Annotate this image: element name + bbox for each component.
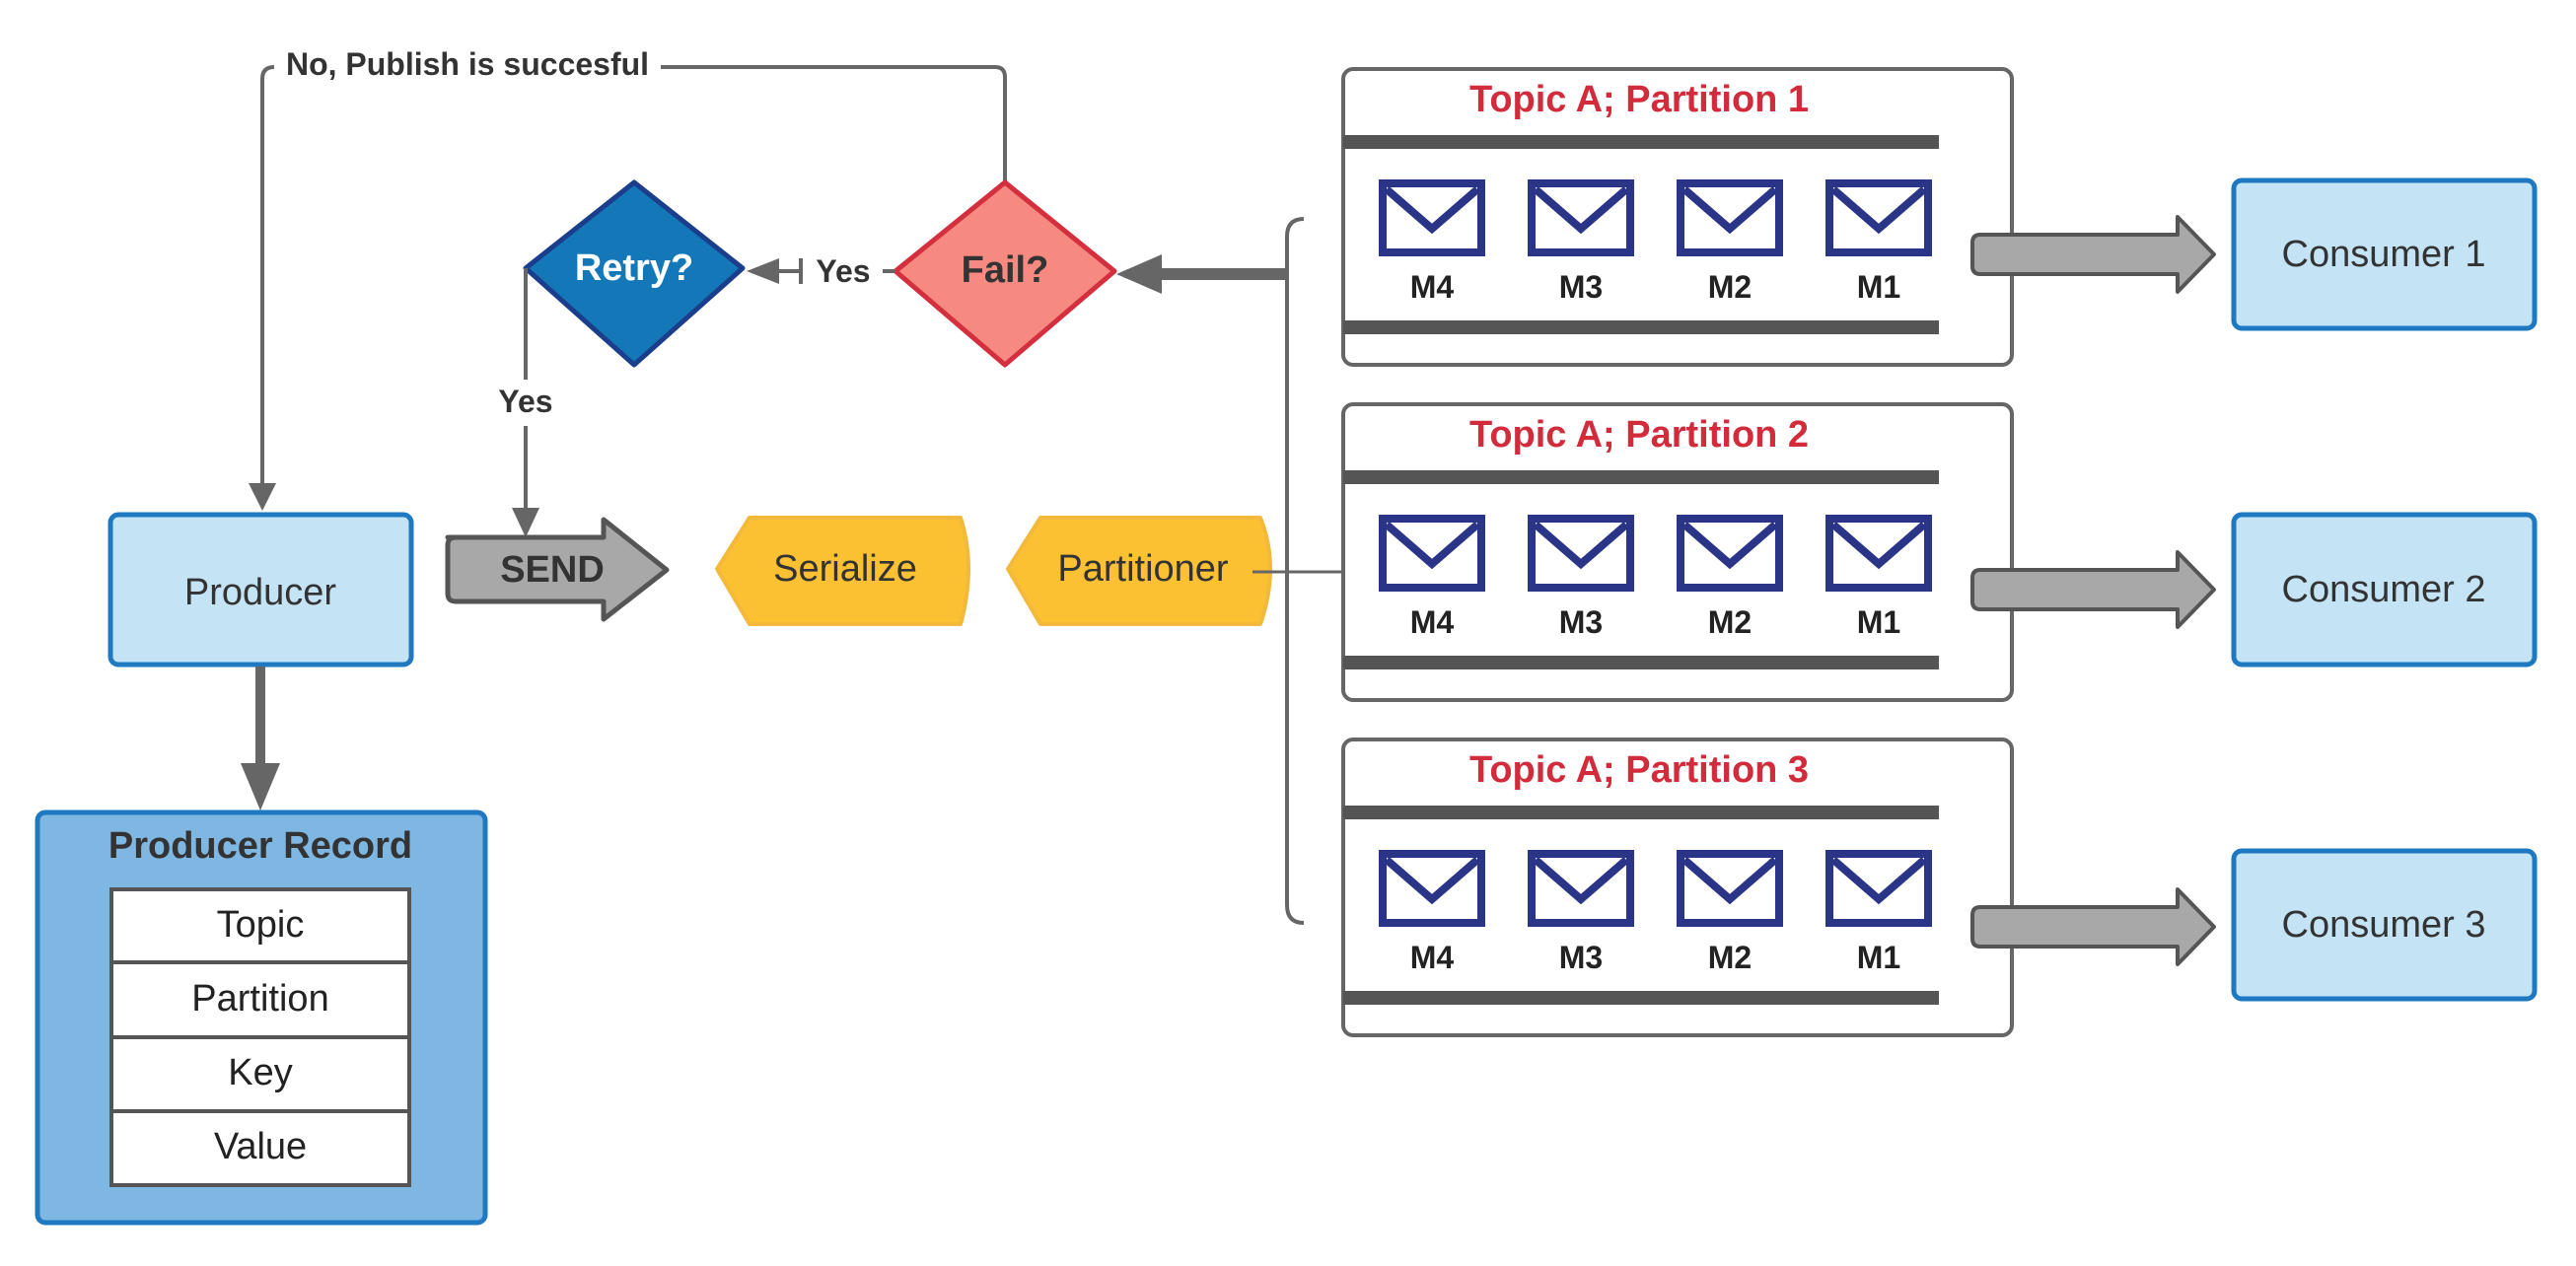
record-field: Value [109,1109,411,1187]
producer-record: Producer Record Topic Partition Key Valu… [35,809,488,1226]
message-slot: M1 [1829,519,1928,640]
consumer-label: Consumer 1 [2282,234,2486,275]
serialize-step: Serialize [715,516,970,626]
consumer-box-1: Consumer 1 [2231,177,2538,331]
partition-title: Topic A; Partition 3 [1469,749,1809,791]
record-field: Key [109,1035,411,1113]
producer-to-record-connector [241,667,280,810]
message-label: M4 [1410,604,1455,640]
record-field: Partition [109,960,411,1039]
partitioner-step: Partitioner [1006,516,1272,626]
message-label: M3 [1559,940,1603,975]
envelope-icon [1532,519,1630,588]
envelope-icon [1383,854,1481,923]
message-label: M2 [1708,940,1752,975]
partition-title: Topic A; Partition 1 [1469,79,1809,120]
message-label: M1 [1857,604,1900,640]
message-label: M1 [1857,940,1900,975]
producer-box: Producer [107,512,414,668]
envelope-icon [1829,519,1928,588]
record-field-label: Topic [217,904,305,946]
feedback-connector: No, Publish is succesful [249,46,1007,511]
partitioner-label: Partitioner [1057,548,1229,590]
message-label: M3 [1559,604,1603,640]
envelope-icon [1829,854,1928,923]
record-field-label: Key [228,1052,292,1093]
envelope-icon [1681,519,1779,588]
message-slot: M2 [1681,854,1779,975]
envelope-icon [1383,183,1481,252]
message-slot: M4 [1383,183,1481,305]
message-label: M3 [1559,269,1603,305]
retry-decision: Retry? [523,179,746,368]
producer-record-title: Producer Record [108,825,412,867]
consumer-label: Consumer 3 [2282,904,2486,946]
message-slot: M3 [1532,183,1630,305]
retry-yes-label: Yes [498,384,552,419]
envelope-icon [1681,183,1779,252]
envelope-icon [1383,519,1481,588]
message-label: M2 [1708,269,1752,305]
record-field-label: Value [214,1126,307,1167]
envelope-icon [1532,183,1630,252]
message-slot: M2 [1681,183,1779,305]
message-slot: M1 [1829,854,1928,975]
envelope-icon [1681,854,1779,923]
consumer-label: Consumer 2 [2282,569,2486,610]
fail-decision: Fail? [893,179,1117,368]
partition-to-consumer-arrow-1 [1970,215,2216,294]
envelope-icon [1829,183,1928,252]
envelope-icon [1532,854,1630,923]
retry-to-send-connector: Yes [498,268,553,537]
record-field: Topic [109,887,411,964]
partition-to-consumer-arrow-2 [1970,550,2216,629]
message-slot: M4 [1383,519,1481,640]
message-slot: M4 [1383,854,1481,975]
fail-label: Fail? [962,249,1049,291]
partition-box-3: Topic A; Partition 3 M4 M3 M2 M1 [1341,738,2014,1037]
serialize-label: Serialize [773,548,917,590]
feedback-label: No, Publish is succesful [286,46,649,82]
partition-box-2: Topic A; Partition 2 M4 M3 M2 M1 [1341,402,2014,702]
message-slot: M3 [1532,519,1630,640]
message-slot: M1 [1829,183,1928,305]
message-label: M1 [1857,269,1900,305]
retry-label: Retry? [575,247,693,289]
partition-box-1: Topic A; Partition 1 M4 M3 M2 M1 [1341,67,2014,367]
record-field-label: Partition [191,978,328,1020]
consumer-box-2: Consumer 2 [2231,512,2538,668]
fail-yes-label: Yes [816,253,870,289]
message-slot: M3 [1532,854,1630,975]
message-slot: M2 [1681,519,1779,640]
send-arrow: SEND [445,517,670,622]
message-label: M4 [1410,269,1455,305]
partition-title: Topic A; Partition 2 [1469,414,1809,456]
send-label: SEND [500,549,605,591]
consumer-box-3: Consumer 3 [2231,848,2538,1002]
producer-label: Producer [184,572,337,613]
message-label: M2 [1708,604,1752,640]
message-label: M4 [1410,940,1455,975]
partition-to-consumer-arrow-3 [1970,887,2216,966]
fail-to-retry-connector: Yes [747,253,895,289]
